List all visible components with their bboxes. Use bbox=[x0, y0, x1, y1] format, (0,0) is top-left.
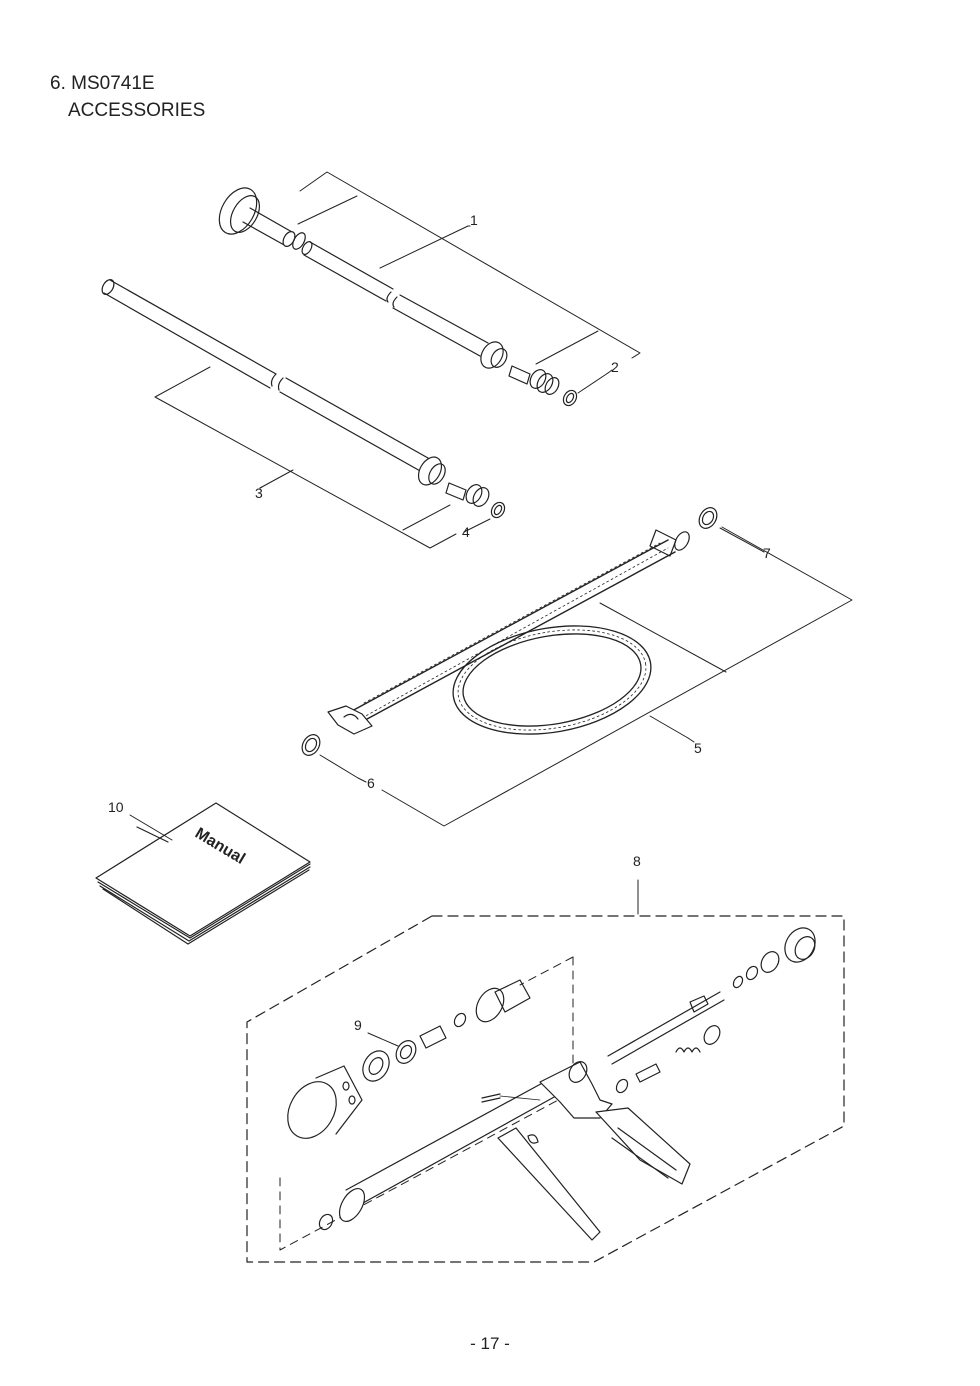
part-6-ring bbox=[301, 734, 321, 756]
callout-5: 5 bbox=[694, 740, 702, 756]
callout-1: 1 bbox=[470, 212, 478, 228]
part-7-ring bbox=[698, 507, 718, 529]
callout-4: 4 bbox=[462, 524, 470, 540]
page-number: - 17 - bbox=[470, 1334, 510, 1353]
heading-model: 6. MS0741E bbox=[50, 73, 155, 94]
part-10-manual bbox=[95, 802, 311, 945]
part-8-gun-assembly bbox=[246, 879, 845, 1263]
callout-3: 3 bbox=[255, 485, 263, 501]
gun-parts bbox=[287, 927, 816, 1241]
assembly-bracket-3-4 bbox=[154, 366, 491, 549]
callout-9: 9 bbox=[354, 1017, 362, 1033]
assembly-bracket-1-2 bbox=[297, 171, 641, 394]
part-5-hose bbox=[327, 529, 690, 735]
page-heading: 6. MS0741E ACCESSORIES bbox=[50, 70, 205, 124]
callout-7: 7 bbox=[763, 545, 771, 561]
part-4-coupler bbox=[445, 482, 506, 519]
leader-lines bbox=[129, 225, 765, 1047]
heading-title: ACCESSORIES bbox=[68, 100, 206, 121]
part-3-lance bbox=[101, 279, 446, 486]
callout-6: 6 bbox=[367, 775, 375, 791]
assembly-bracket-5-7 bbox=[319, 526, 853, 827]
callout-2: 2 bbox=[611, 359, 619, 375]
part-2-coupler bbox=[508, 365, 578, 407]
callout-10: 10 bbox=[108, 799, 124, 815]
callout-8: 8 bbox=[633, 853, 641, 869]
part-1-lance bbox=[218, 187, 508, 369]
